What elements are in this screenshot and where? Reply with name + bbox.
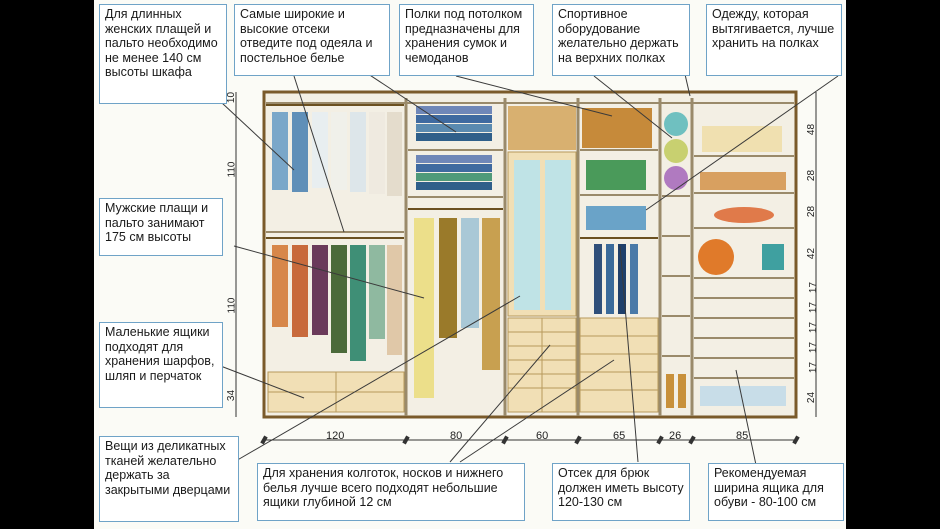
callout-sports-equipment: Спортивное оборудование желательно держа… — [552, 4, 690, 76]
width-label-1: 120 — [326, 430, 345, 442]
width-label-3: 60 — [536, 430, 549, 442]
left-height-label-3: 110 — [226, 297, 238, 314]
width-label-4: 65 — [613, 430, 626, 442]
width-label-5: 26 — [669, 430, 682, 442]
right-height-label-8: 17 — [808, 341, 820, 354]
callout-delicate-fabrics: Вещи из деликатных тканей желательно дер… — [99, 436, 239, 522]
right-height-label-6: 17 — [808, 301, 820, 314]
right-height-label-3: 28 — [806, 205, 818, 218]
callout-small-drawers: Маленькие ящики подходят для хранения ша… — [99, 322, 223, 408]
right-height-label-4: 42 — [806, 247, 818, 260]
callout-trousers: Отсек для брюк должен иметь высоту 120-1… — [552, 463, 690, 521]
right-height-label-7: 17 — [808, 321, 820, 334]
right-height-label-2: 28 — [806, 169, 818, 182]
left-height-label-4: 34 — [226, 389, 238, 402]
width-label-2: 80 — [450, 430, 463, 442]
left-height-label-2: 110 — [226, 161, 238, 178]
callout-stretchy-clothes: Одежду, которая вытягивается, лучше хран… — [706, 4, 842, 76]
left-height-label-1: 10 — [226, 91, 238, 104]
right-height-label-9: 17 — [808, 361, 820, 374]
right-height-label-10: 24 — [806, 391, 818, 404]
callout-ceiling-shelves: Полки под потолком предназначены для хра… — [399, 4, 534, 76]
width-label-6: 85 — [736, 430, 749, 442]
wardrobe-illustration — [217, 57, 839, 466]
right-height-label-5: 17 — [808, 281, 820, 294]
callout-mens-coats: Мужские плащи и пальто занимают 175 см в… — [99, 198, 223, 256]
callout-wide-compartments: Самые широкие и высокие отсеки отведите … — [234, 4, 390, 76]
callout-hosiery-drawers: Для хранения колготок, носков и нижнего … — [257, 463, 525, 521]
wardrobe-diagram: Для длинных женских плащей и пальто необ… — [94, 0, 846, 529]
callout-long-coats: Для длинных женских плащей и пальто необ… — [99, 4, 227, 104]
callout-shoe-drawer: Рекомендуемая ширина ящика для обуви - 8… — [708, 463, 844, 521]
right-height-label-1: 48 — [806, 123, 818, 136]
